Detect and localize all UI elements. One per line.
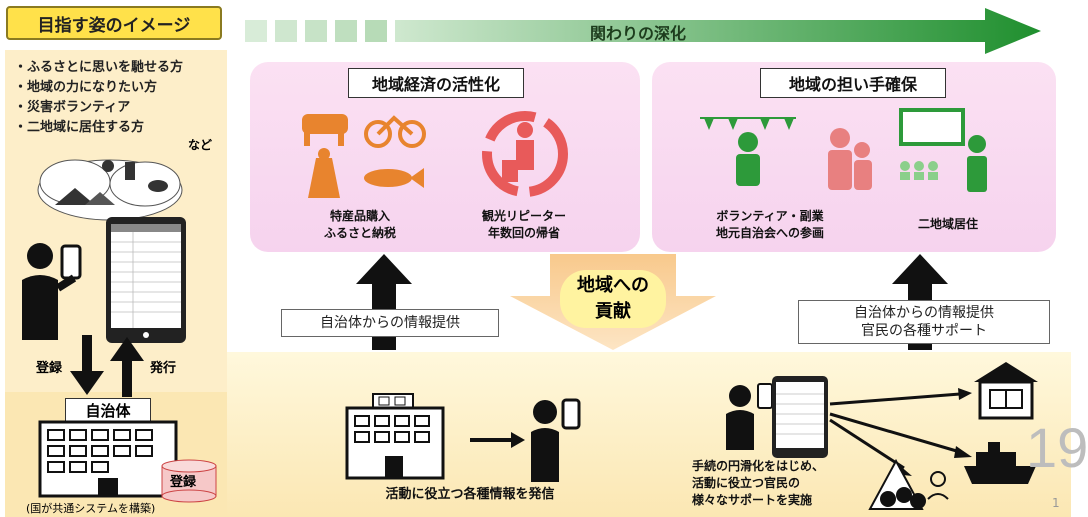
bearers-caption-1: ボランティア・副業 地元自治会への参画 bbox=[695, 208, 845, 242]
register-stamp-label: 登録 bbox=[170, 475, 197, 490]
economy-caption-2: 観光リピーター 年数回の帰省 bbox=[462, 208, 586, 242]
dual-residence-icon bbox=[899, 108, 987, 192]
contribution-line: 地域への bbox=[577, 275, 649, 296]
page-number-large: 19 bbox=[1026, 416, 1088, 479]
database-icon bbox=[161, 459, 217, 503]
up-arrow-left bbox=[356, 254, 412, 350]
bullet-item: 地域の力になりたい方 bbox=[14, 78, 183, 98]
footnote: (国が共通システムを構築) bbox=[26, 502, 156, 515]
economy-title: 地域経済の活性化 bbox=[348, 68, 524, 98]
caption-line: 地元自治会への参画 bbox=[715, 226, 824, 240]
library-icon bbox=[974, 362, 1038, 420]
info-line: 官民の各種サポート bbox=[861, 323, 987, 339]
repeat-tourism-icon bbox=[482, 111, 568, 197]
register-issue-arrows bbox=[70, 335, 144, 397]
person-phone-support-icon bbox=[726, 376, 828, 458]
economy-caption-1: 特産品購入 ふるさと納税 bbox=[300, 208, 420, 242]
deepening-arrow bbox=[245, 8, 1041, 54]
bearers-caption-2: 二地域居住 bbox=[917, 217, 978, 231]
target-people-list: ふるさとに思いを馳せる方 地域の力になりたい方 災害ボランティア 二地域に居住す… bbox=[14, 58, 183, 138]
bearers-title: 地域の担い手確保 bbox=[760, 68, 946, 98]
person-phone-icon bbox=[22, 243, 82, 340]
bullet-item: 災害ボランティア bbox=[14, 98, 183, 118]
caption-line: 手続の円滑化をはじめ、 bbox=[692, 459, 825, 473]
deepening-label: 関わりの深化 bbox=[590, 24, 687, 43]
support-arrows bbox=[829, 388, 972, 476]
page-number-small: 1 bbox=[1052, 496, 1060, 510]
bottom-right-caption: 手続の円滑化をはじめ、 活動に役立つ官民の 様々なサポートを実施 bbox=[692, 458, 852, 509]
bullet-item: ふるさとに思いを馳せる方 bbox=[14, 58, 183, 78]
bottom-middle-caption: 活動に役立つ各種情報を発信 bbox=[385, 487, 555, 502]
caption-line: ふるさと納税 bbox=[323, 226, 396, 240]
caption-line: 年数回の帰省 bbox=[487, 226, 560, 240]
ferry-icon bbox=[964, 442, 1036, 484]
info-provision-box: 自治体からの情報提供 bbox=[281, 309, 499, 337]
info-support-box: 自治体からの情報提供 官民の各種サポート bbox=[798, 300, 1050, 344]
caption-line: 観光リピーター bbox=[481, 209, 566, 223]
community-icon bbox=[868, 458, 949, 510]
municipality-label: 自治体 bbox=[65, 398, 151, 422]
info-line: 自治体からの情報提供 bbox=[854, 305, 994, 321]
contribution-label: 地域への 貢献 bbox=[560, 270, 666, 328]
register-label: 登録 bbox=[36, 361, 63, 376]
issue-label: 発行 bbox=[150, 361, 177, 376]
caption-line: 活動に役立つ官民の bbox=[692, 476, 801, 490]
info-broadcast-icons bbox=[345, 393, 581, 482]
page-title: 目指す姿のイメージ bbox=[6, 6, 222, 40]
government-building-icon bbox=[38, 420, 178, 498]
etc-label: など bbox=[188, 138, 213, 152]
smartphone-icon bbox=[106, 217, 186, 343]
bullet-item: 二地域に居住する方 bbox=[14, 118, 183, 138]
contribution-line: 貢献 bbox=[595, 301, 631, 322]
thought-cloud-icon bbox=[37, 159, 183, 221]
caption-line: ボランティア・副業 bbox=[716, 209, 824, 223]
local-products-icons bbox=[302, 114, 426, 198]
volunteer-icons bbox=[700, 117, 872, 190]
caption-line: 様々なサポートを実施 bbox=[692, 493, 813, 507]
caption-line: 特産品購入 bbox=[329, 209, 390, 223]
